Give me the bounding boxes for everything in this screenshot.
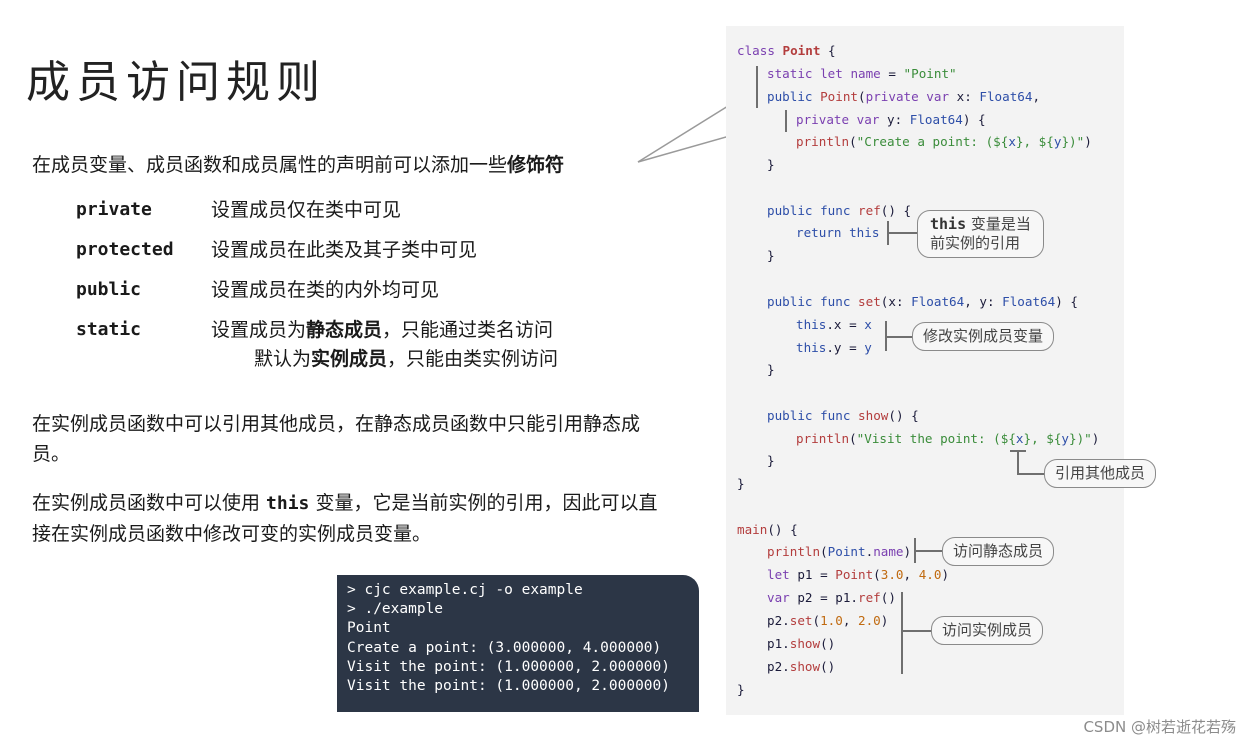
bracket — [887, 221, 889, 245]
note-plain: 默认为 — [254, 348, 312, 370]
callout-text: 前实例的引用 — [930, 234, 1021, 252]
terminal-line: Visit the point: (1.000000, 2.000000) — [347, 658, 671, 675]
code-line: public func ref() { — [767, 203, 912, 218]
desc-plain: ，只能通过类名访问 — [382, 319, 554, 341]
code-line: } — [767, 157, 775, 172]
bracket — [885, 321, 887, 351]
code-line: println(Point.name) — [767, 544, 912, 559]
terminal-line: Point — [347, 620, 391, 637]
bracket — [1017, 450, 1019, 474]
terminal-line: Create a point: (3.000000, 4.000000) — [347, 639, 662, 656]
bracket — [916, 550, 942, 552]
modifier-keyword: public — [76, 279, 142, 300]
code-line: p2.set(1.0, 2.0) — [767, 613, 889, 628]
code-line: } — [737, 476, 745, 491]
code-line: p2.show() — [767, 659, 836, 674]
callout-this: this 变量是当前实例的引用 — [917, 210, 1044, 258]
callout-reference: 引用其他成员 — [1044, 459, 1157, 488]
bracket — [1017, 473, 1045, 475]
code-line: public func show() { — [767, 408, 919, 423]
bracket — [785, 110, 787, 132]
callout-text: 变量是当 — [966, 215, 1031, 233]
code-line: println("Create a point: (${x}, ${y})") — [796, 134, 1092, 149]
code-line: public Point(private var x: Float64, — [767, 89, 1041, 104]
intro-text-bold: 修饰符 — [507, 154, 565, 176]
para-plain: 在实例成员函数中可以使用 — [32, 492, 267, 514]
code-line: } — [767, 248, 775, 263]
modifier-keyword: private — [76, 199, 152, 220]
code-line: p1.show() — [767, 636, 836, 651]
terminal-line: > cjc example.cj -o example — [347, 582, 583, 598]
modifier-description: 设置成员在类的内外均可见 — [211, 279, 440, 301]
bracket — [903, 630, 931, 632]
code-line: public func set(x: Float64, y: Float64) … — [767, 294, 1078, 309]
code-line: class Point { — [737, 43, 836, 58]
para-plain: 变量，它是当前实例的引用，因此可以直接在实例成员函数中修改可变的实例成员变量。 — [32, 492, 658, 545]
callout-static-access: 访问静态成员 — [942, 537, 1055, 566]
code-line: let p1 = Point(3.0, 4.0) — [767, 567, 950, 582]
bracket — [901, 592, 903, 674]
code-line: } — [737, 682, 745, 697]
paragraph-member-access: 在实例成员函数中可以引用其他成员，在静态成员函数中只能引用静态成员。 — [32, 413, 641, 465]
code-panel: class Point { static let name = "Point" … — [726, 26, 1124, 715]
watermark: CSDN @树若逝花若殇 — [1083, 718, 1236, 736]
code-line: } — [767, 453, 775, 468]
static-default-note: 默认为实例成员，只能由类实例访问 — [254, 344, 558, 374]
modifier-keyword: protected — [76, 239, 174, 260]
intro-text-plain: 在成员变量、成员函数和成员属性的声明前可以添加一些 — [32, 154, 508, 176]
inline-code: this — [266, 493, 310, 514]
code-line: main() { — [737, 522, 798, 537]
intro-text: 在成员变量、成员函数和成员属性的声明前可以添加一些修饰符 — [32, 150, 564, 180]
bracket — [756, 66, 758, 108]
modifier-description: 设置成员为静态成员，只能通过类名访问 — [211, 315, 553, 345]
code-line: var p2 = p1.ref() — [767, 590, 896, 605]
callout-code: this — [930, 215, 967, 233]
bracket — [914, 538, 916, 563]
note-plain: ，只能由类实例访问 — [387, 348, 559, 370]
bracket — [887, 336, 913, 338]
desc-bold: 静态成员 — [306, 319, 383, 341]
callout-instance-access: 访问实例成员 — [931, 616, 1044, 645]
terminal-line: Visit the point: (1.000000, 2.000000) — [347, 678, 671, 695]
terminal-output: > cjc example.cj -o example > ./example … — [337, 575, 699, 712]
code-line: return this — [796, 225, 880, 240]
code-line: private var y: Float64) { — [796, 112, 986, 127]
slide-title: 成员访问规则 — [26, 57, 326, 108]
code-line: static let name = "Point" — [767, 66, 957, 81]
paragraph-this-variable: 在实例成员函数中可以使用 this 变量，它是当前实例的引用，因此可以直接在实例… — [32, 488, 672, 549]
desc-plain: 设置成员为 — [211, 319, 307, 341]
terminal-line: > ./example — [347, 601, 444, 618]
code-line: this.y = y — [796, 340, 872, 355]
modifier-description: 设置成员仅在类中可见 — [211, 199, 402, 221]
modifier-keyword: static — [76, 319, 142, 340]
code-line: println("Visit the point: (${x}, ${y})") — [796, 431, 1100, 446]
modifier-description: 设置成员在此类及其子类中可见 — [211, 239, 478, 261]
bracket — [889, 232, 917, 234]
callout-modify: 修改实例成员变量 — [912, 322, 1055, 351]
note-bold: 实例成员 — [311, 348, 388, 370]
code-line: this.x = x — [796, 317, 872, 332]
code-line: } — [767, 362, 775, 377]
